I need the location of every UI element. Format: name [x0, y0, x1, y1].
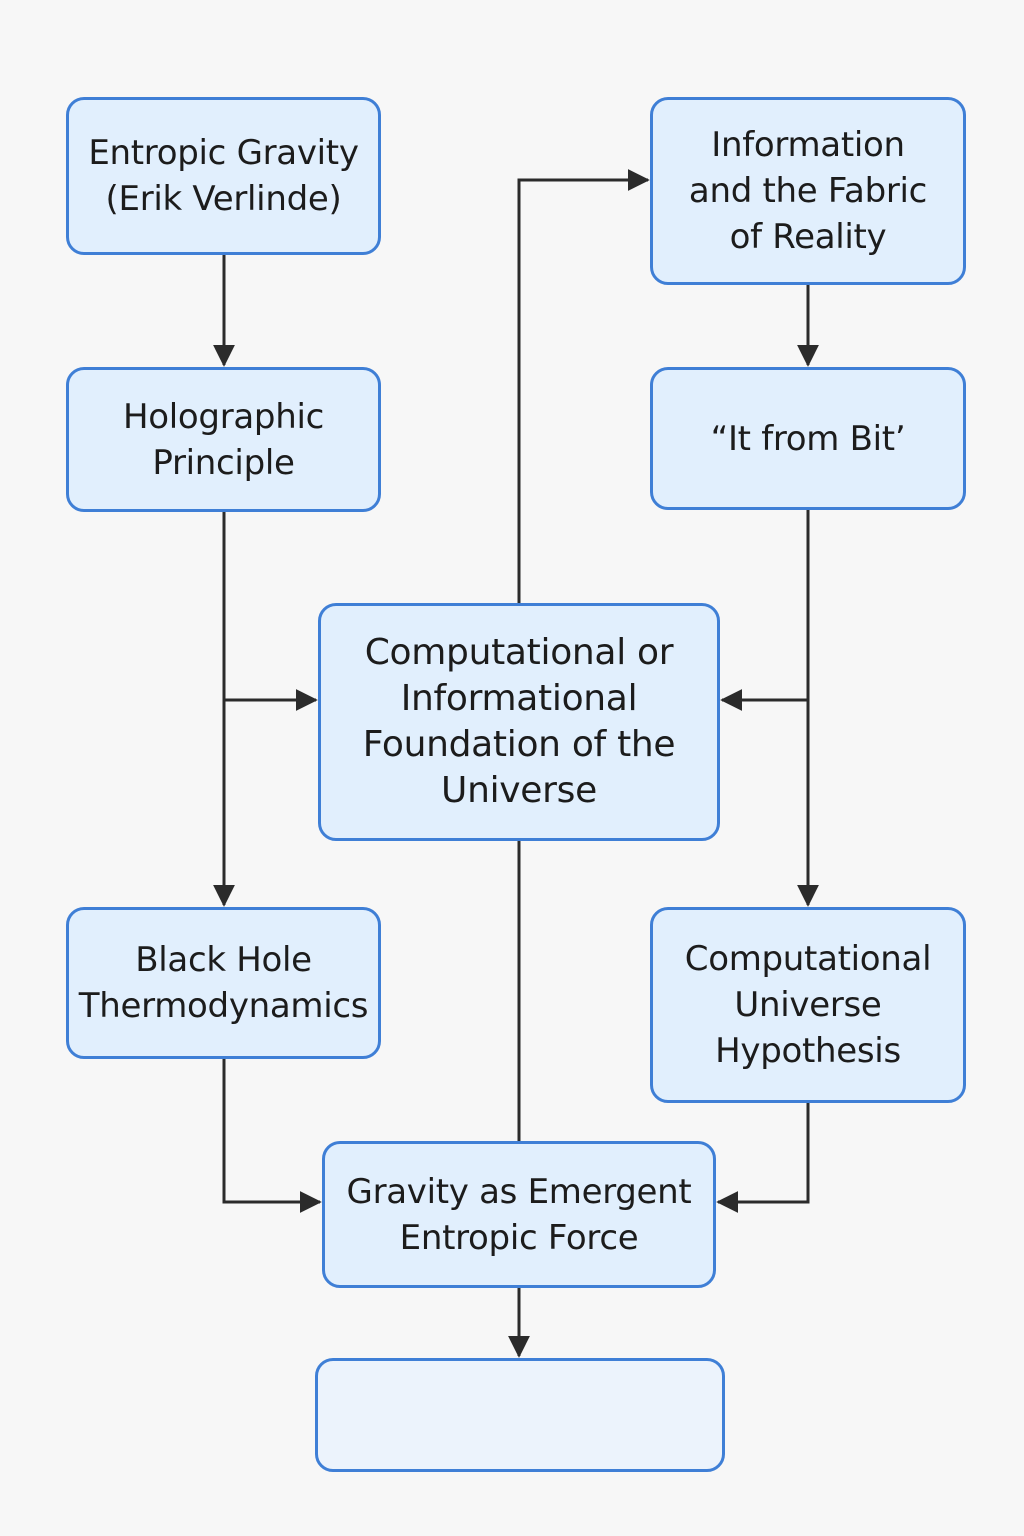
node-empty-bottom — [315, 1358, 725, 1472]
node-computational-foundation: Computational or Informational Foundatio… — [318, 603, 720, 841]
node-computational-foundation-label: Computational or Informational Foundatio… — [362, 632, 676, 811]
arrow-hypothesis-to-gravity — [716, 1103, 810, 1213]
node-computational-universe-hypothesis: Computational Universe Hypothesis — [650, 907, 966, 1103]
node-computational-universe-hypothesis-label: Computational Universe Hypothesis — [684, 939, 932, 1071]
node-black-hole-thermodynamics: Black Hole Thermodynamics — [66, 907, 381, 1059]
node-gravity-emergent-entropic-force: Gravity as Emergent Entropic Force — [322, 1141, 716, 1288]
arrow-foundation-to-information — [517, 169, 650, 603]
node-it-from-bit-label: “It from Bit’ — [710, 418, 906, 459]
node-entropic-gravity: Entropic Gravity (Erik Verlinde) — [66, 97, 381, 255]
arrow-blackhole-to-gravity — [222, 1059, 322, 1213]
node-gravity-emergent-label: Gravity as Emergent Entropic Force — [346, 1171, 692, 1258]
node-black-hole-thermodynamics-label: Black Hole Thermodynamics — [78, 940, 369, 1026]
node-holographic-principle-label: Holographic Principle — [123, 396, 324, 483]
node-entropic-gravity-label: Entropic Gravity (Erik Verlinde) — [88, 133, 359, 219]
node-information-fabric-label: Information and the Fabric of Reality — [688, 125, 928, 257]
node-it-from-bit: “It from Bit’ — [650, 367, 966, 510]
node-holographic-principle: Holographic Principle — [66, 367, 381, 512]
node-information-fabric-of-reality: Information and the Fabric of Reality — [650, 97, 966, 285]
